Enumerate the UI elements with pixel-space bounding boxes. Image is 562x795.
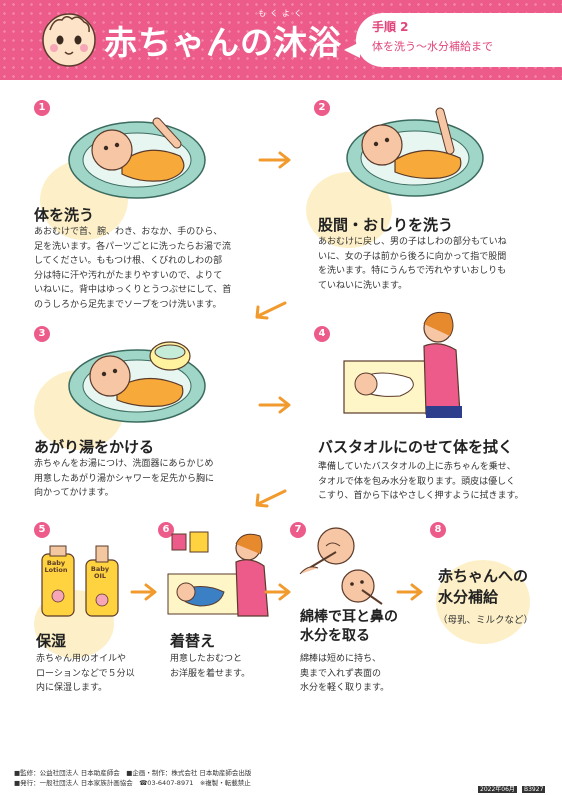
- step-1-title: 体を洗う: [34, 206, 95, 224]
- page-title: 赤ちゃんの沐浴: [104, 23, 342, 62]
- step-7-illustration: [299, 527, 383, 605]
- step-5-number: 5: [34, 522, 50, 538]
- step-4-number: 4: [314, 326, 330, 342]
- arrow-right-icon: [396, 583, 423, 601]
- lotion-bottles-illustration: [41, 545, 119, 617]
- step-label: 手順 2: [372, 20, 409, 34]
- arrow-right-icon: [130, 583, 157, 601]
- step-8-title: 赤ちゃんへの 水分補給: [438, 567, 529, 606]
- arrow-down-left-icon: [255, 489, 287, 508]
- step-6-description: 用意したおむつと お洋服を着せます。: [170, 654, 251, 679]
- step-3-description: 赤ちゃんをお湯につけ、洗面器にあらかじめ 用意したあがり湯かシャワーを足先から胸…: [34, 459, 215, 498]
- step-6-title: 着替え: [170, 632, 216, 650]
- step-8-note: （母乳、ミルクなど）: [438, 615, 534, 626]
- footer-codes: 2022年06月 B3927: [478, 776, 546, 795]
- step-8-number: 8: [430, 522, 446, 538]
- arrow-down-left-icon: [255, 301, 287, 320]
- step-4-description: 準備していたバスタオルの上に赤ちゃんを乗せ、 タオルで体を包み水分を取ります。頭…: [318, 462, 524, 501]
- step-5-title: 保湿: [36, 632, 67, 650]
- step-2-illustration: [346, 107, 484, 197]
- step-1-number: 1: [34, 100, 50, 116]
- step-7-description: 綿棒は短めに持ち、 奥まで入れず表面の 水分を軽く取ります。: [300, 654, 390, 693]
- step-5-description: 赤ちゃん用のオイルや ローションなどで５分以 内に保湿します。: [36, 654, 135, 693]
- baby-face-icon: [42, 13, 96, 67]
- step-6-number: 6: [158, 522, 174, 538]
- step-2-description: あおむけに戻し、男の子はしわの部分もていね いに、女の子は前から後ろに向かって指…: [318, 237, 507, 291]
- step-1-description: あおむけで首、腕、わき、おなか、手のひら、 足を洗います。各パーツごとに洗ったら…: [34, 227, 232, 310]
- catalog-code: B3927: [522, 786, 546, 793]
- step-3-illustration: [68, 341, 206, 423]
- step-4-illustration: [343, 311, 462, 418]
- arrow-right-icon: [258, 396, 291, 414]
- step-7-title: 綿棒で耳と鼻の 水分を取る: [300, 609, 398, 644]
- speech-bubble: [356, 13, 562, 67]
- arrow-right-icon: [258, 151, 291, 169]
- page-subtitle: 体を洗う〜水分補給まで: [372, 40, 493, 53]
- title-ruby: もくよく: [258, 9, 306, 18]
- arrow-right-icon: [264, 583, 291, 601]
- step-6-illustration: [167, 531, 269, 617]
- step-3-title: あがり湯をかける: [34, 438, 155, 456]
- step-7-number: 7: [290, 522, 306, 538]
- print-date-code: 2022年06月: [478, 786, 517, 793]
- step-2-number: 2: [314, 100, 330, 116]
- footer-credits: ■監修：公益社団法人 日本助産師会 ■企画・制作：株式会社 日本助産師会出版 ■…: [14, 769, 252, 787]
- step-3-number: 3: [34, 326, 50, 342]
- step-8-bg-blob: [436, 560, 530, 644]
- step-2-title: 股間・おしりを洗う: [318, 216, 454, 234]
- step-1-illustration: [68, 117, 206, 199]
- step-4-title: バスタオルにのせて体を拭く: [318, 438, 514, 456]
